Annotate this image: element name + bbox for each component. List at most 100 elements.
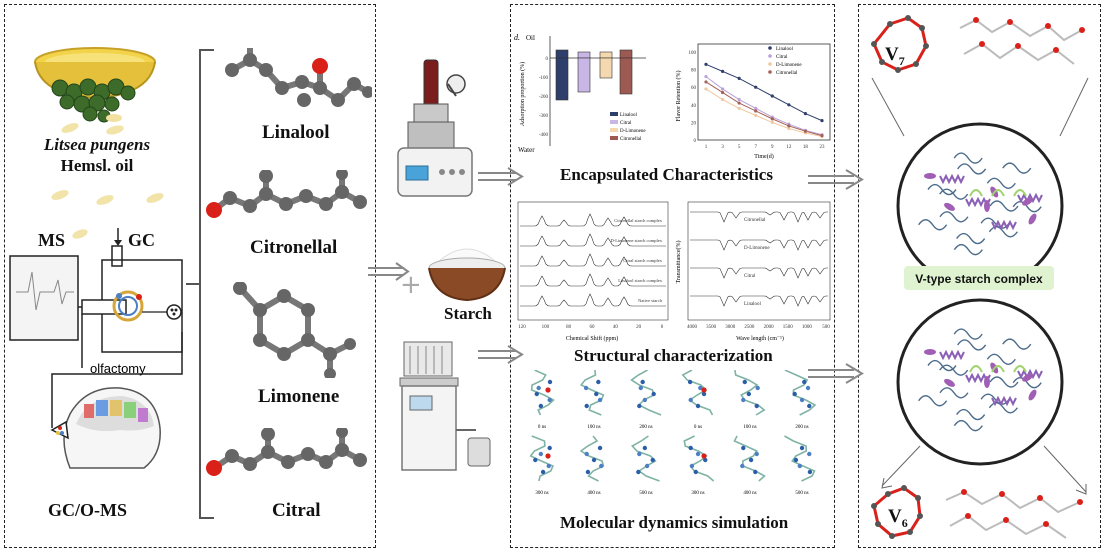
- starch-bowl-illustration: [428, 248, 506, 302]
- retention-xtick: 9: [771, 145, 774, 150]
- v7-label: V7: [885, 44, 905, 68]
- arrow-to-starch: [368, 262, 410, 281]
- md-time-label: 300 ns: [535, 491, 548, 496]
- ftir-xtick: 1000: [802, 325, 813, 330]
- ftir-spectrum-label: Linalool: [744, 302, 762, 307]
- nmr-xtick: 20: [636, 325, 642, 330]
- retention-point: [787, 103, 791, 107]
- md-time-label: 100 ns: [587, 425, 600, 430]
- adsorption-legend-2: D-Limonene: [620, 129, 646, 134]
- flavor-molecule: [924, 173, 936, 179]
- adsorption-chart: d. Oil Water Adsorption proportion (%) 0…: [514, 33, 646, 154]
- starch-chain: [986, 177, 1016, 189]
- olfactomy-label: olfactomy: [90, 361, 146, 376]
- md-time-label: 300 ns: [691, 491, 704, 496]
- adsorption-ylabel: Adsorption proportion (%): [519, 62, 526, 126]
- retention-legend-2: D-Limonene: [776, 63, 802, 68]
- adsorption-legend: Linalool Citral D-Limonene Citronellal: [610, 112, 646, 142]
- molecule-name-citronellal: Citronellal: [250, 237, 338, 258]
- nmr-spectrum-label: D-Limonene starch complex: [611, 238, 663, 243]
- citronellal-structure: [206, 170, 367, 218]
- lipid-loop: [1013, 365, 1027, 373]
- retention-xtick: 3: [721, 145, 724, 150]
- gc-ms-schematic: [9, 228, 183, 368]
- nmr-spectrum-label: Citronellal starch complex: [614, 218, 662, 223]
- oil-name: Litsea pungens: [43, 135, 151, 154]
- v6-label: V6: [888, 506, 908, 530]
- svg-text:-200: -200: [539, 95, 549, 100]
- right-panel-graphics: [871, 15, 1089, 539]
- retention-point: [770, 120, 774, 124]
- retention-point: [754, 113, 758, 117]
- adsorption-oil-label: Oil: [526, 34, 535, 42]
- lipid-loop: [991, 365, 1005, 373]
- adsorption-legend-3: Citronellal: [620, 137, 642, 142]
- molecule-name-citral: Citral: [272, 500, 321, 521]
- md-frame: 0 ns: [530, 370, 555, 430]
- flavor-molecule: [1022, 197, 1033, 206]
- retention-legend: Linalool Citral D-Limonene Citronellal: [768, 46, 802, 76]
- md-frame: 100 ns: [579, 370, 605, 430]
- retention-point: [720, 90, 725, 95]
- md-frame: 200 ns: [784, 370, 817, 430]
- retention-point: [787, 126, 791, 131]
- md-frame: 200 ns: [630, 370, 662, 430]
- retention-xtick: 18: [803, 145, 809, 150]
- md-frame: 500 ns: [631, 435, 660, 496]
- nmr-spectrum: [520, 253, 666, 267]
- svg-text:-100: -100: [539, 76, 549, 81]
- nmr-xtick: 100: [542, 325, 550, 330]
- olfactometry-line: [51, 368, 183, 428]
- starch-chain: [989, 376, 1019, 388]
- retention-xtick: 23: [820, 145, 826, 150]
- md-frame: 400 ns: [733, 435, 766, 496]
- starch-chain: [927, 359, 957, 372]
- retention-ytick: 20: [691, 121, 697, 126]
- method-label: GC/O-MS: [48, 500, 127, 520]
- citral-structure: [206, 428, 367, 476]
- flavor-molecule: [984, 376, 990, 388]
- retention-point: [770, 117, 774, 121]
- molecule-name-limonene: Limonene: [258, 386, 340, 407]
- retention-legend-3: Citronellal: [776, 71, 798, 76]
- starch-chain: [980, 217, 1010, 229]
- starch-chain: [953, 152, 983, 164]
- md-frame: 0 ns: [681, 370, 714, 430]
- retention-point: [704, 87, 708, 91]
- v6-subscript: 6: [901, 515, 908, 530]
- md-frame: 300 ns: [529, 435, 554, 496]
- nmr-spectrum: [520, 213, 666, 227]
- ftir-xtick: 3000: [725, 325, 736, 330]
- ftir-spectrum: [690, 239, 828, 251]
- starch-chain: [980, 393, 1010, 405]
- starch-helix: [991, 395, 1017, 407]
- ftir-spectrum: [690, 295, 828, 307]
- arrow-to-complex-top: [808, 169, 864, 190]
- retention-point: [737, 106, 741, 110]
- retention-ytick: 40: [691, 104, 697, 109]
- starch-helix: [1017, 192, 1043, 204]
- arrow-to-encapsulation: [478, 167, 524, 186]
- starch-helix: [991, 219, 1017, 231]
- right-panel: [858, 4, 1101, 548]
- flavor-molecule: [944, 378, 955, 387]
- lipid-loop: [969, 365, 983, 373]
- section-structural: Structural characterization: [574, 346, 773, 365]
- starch-chain: [1012, 377, 1042, 389]
- retention-line: [705, 81, 823, 137]
- starch-helix: [939, 349, 965, 361]
- ftir-spectrum: [690, 211, 828, 223]
- lipid-loop: [991, 189, 1005, 197]
- starch-label: Starch: [444, 304, 492, 323]
- md-time-label: 200 ns: [639, 425, 652, 430]
- retention-ylabel: Flavor Retention (%): [675, 71, 682, 122]
- retention-point: [754, 109, 758, 113]
- flavor-molecule: [1028, 213, 1037, 225]
- ftir-ylabel: Transmittance(%): [675, 240, 682, 283]
- flavor-molecule: [1028, 389, 1037, 401]
- retention-legend-1: Citral: [776, 55, 788, 60]
- md-frame: 500 ns: [784, 435, 816, 496]
- retention-point: [754, 85, 758, 89]
